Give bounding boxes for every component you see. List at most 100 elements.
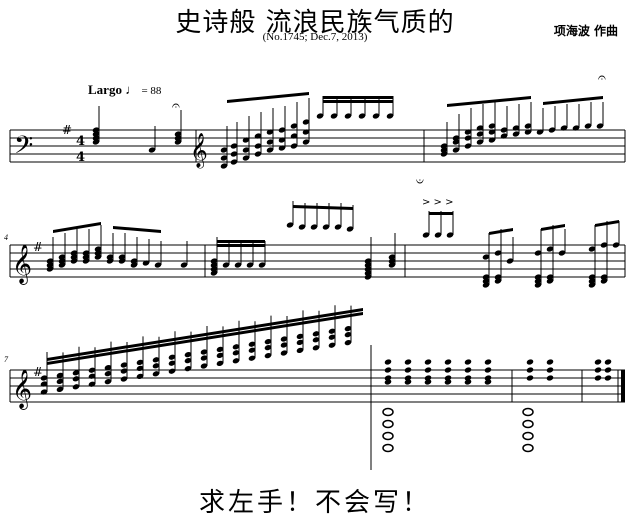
notehead xyxy=(358,113,366,119)
notehead xyxy=(594,367,602,373)
note-beam xyxy=(113,226,161,233)
tempo-value: = 88 xyxy=(141,85,162,97)
notehead xyxy=(488,137,496,143)
notehead xyxy=(142,260,150,266)
notehead xyxy=(364,262,372,268)
notehead xyxy=(384,375,392,381)
note-beam xyxy=(447,96,531,107)
notehead xyxy=(232,350,240,356)
notehead xyxy=(216,352,224,359)
notehead xyxy=(266,129,274,135)
notehead xyxy=(344,331,352,338)
staff-system-3 xyxy=(9,345,625,470)
notehead xyxy=(444,379,452,385)
notehead xyxy=(388,258,396,264)
notehead xyxy=(154,262,162,268)
notehead xyxy=(482,282,490,288)
notehead xyxy=(536,129,544,135)
notehead xyxy=(558,250,566,256)
composer-credit: 项海波 作曲 xyxy=(553,24,618,38)
notehead xyxy=(210,266,218,272)
whole-note xyxy=(382,431,394,441)
measure-number: 4 xyxy=(4,233,8,242)
note-beam xyxy=(217,244,265,247)
notehead xyxy=(464,367,472,373)
notehead xyxy=(344,325,352,332)
notehead xyxy=(494,274,502,280)
notehead xyxy=(246,262,254,268)
notehead xyxy=(316,113,324,119)
time-signature-top: 4 xyxy=(76,134,85,149)
notehead xyxy=(546,367,554,373)
notehead xyxy=(290,123,298,129)
notehead xyxy=(152,363,160,369)
notehead xyxy=(404,375,412,381)
notehead xyxy=(264,344,272,351)
piece-subtitle: (No.1745; Dec.7, 2013) xyxy=(262,31,368,43)
notehead xyxy=(600,274,608,280)
notehead xyxy=(120,376,128,382)
notehead xyxy=(92,139,100,145)
notehead xyxy=(278,137,286,143)
notehead xyxy=(92,135,100,141)
notehead xyxy=(344,113,352,119)
notehead xyxy=(220,147,228,153)
notehead xyxy=(424,367,432,373)
notehead xyxy=(600,242,608,248)
notehead xyxy=(88,381,96,387)
notehead xyxy=(440,151,448,157)
notehead xyxy=(488,123,496,129)
notehead xyxy=(484,379,492,385)
notehead xyxy=(232,344,240,350)
notehead xyxy=(546,359,554,365)
notehead xyxy=(452,139,460,145)
notehead xyxy=(312,331,320,337)
notehead xyxy=(476,131,484,137)
notehead xyxy=(120,362,128,368)
notehead xyxy=(464,143,472,149)
notehead xyxy=(230,151,238,157)
notehead xyxy=(588,282,596,288)
notehead xyxy=(180,262,188,268)
notehead xyxy=(46,258,54,264)
whole-note xyxy=(382,419,394,429)
treble-clef-icon: 𝄞 xyxy=(12,369,32,410)
notehead xyxy=(526,375,534,381)
notehead xyxy=(596,123,604,129)
notehead xyxy=(234,262,242,268)
notehead xyxy=(264,338,272,345)
notehead xyxy=(524,129,532,135)
note-beam xyxy=(227,92,309,103)
notehead xyxy=(280,350,288,356)
notehead xyxy=(372,113,380,119)
notehead xyxy=(184,357,192,364)
note-beam xyxy=(47,312,363,365)
notehead xyxy=(106,258,114,264)
notehead xyxy=(482,254,490,260)
notehead xyxy=(266,139,274,145)
notehead xyxy=(312,345,320,351)
notehead xyxy=(254,133,262,139)
notehead xyxy=(434,232,442,238)
notehead xyxy=(210,270,218,276)
notehead xyxy=(168,360,176,366)
treble-clef-icon: 𝄞 xyxy=(12,244,32,285)
notehead xyxy=(476,125,484,131)
final-barline xyxy=(621,370,625,402)
fermata-icon: 𝄑 xyxy=(416,174,424,190)
notehead xyxy=(464,129,472,135)
notehead xyxy=(534,250,542,256)
note-beam xyxy=(47,308,363,361)
notehead xyxy=(328,342,336,348)
caption-text: 求左手！不会写！ xyxy=(198,488,431,518)
notehead xyxy=(184,351,192,358)
notehead xyxy=(604,359,612,365)
notehead xyxy=(512,131,520,137)
note-beam xyxy=(489,228,513,235)
notehead xyxy=(310,224,318,230)
notehead xyxy=(440,147,448,153)
notehead xyxy=(364,270,372,276)
notehead xyxy=(330,113,338,119)
notehead xyxy=(40,389,48,395)
